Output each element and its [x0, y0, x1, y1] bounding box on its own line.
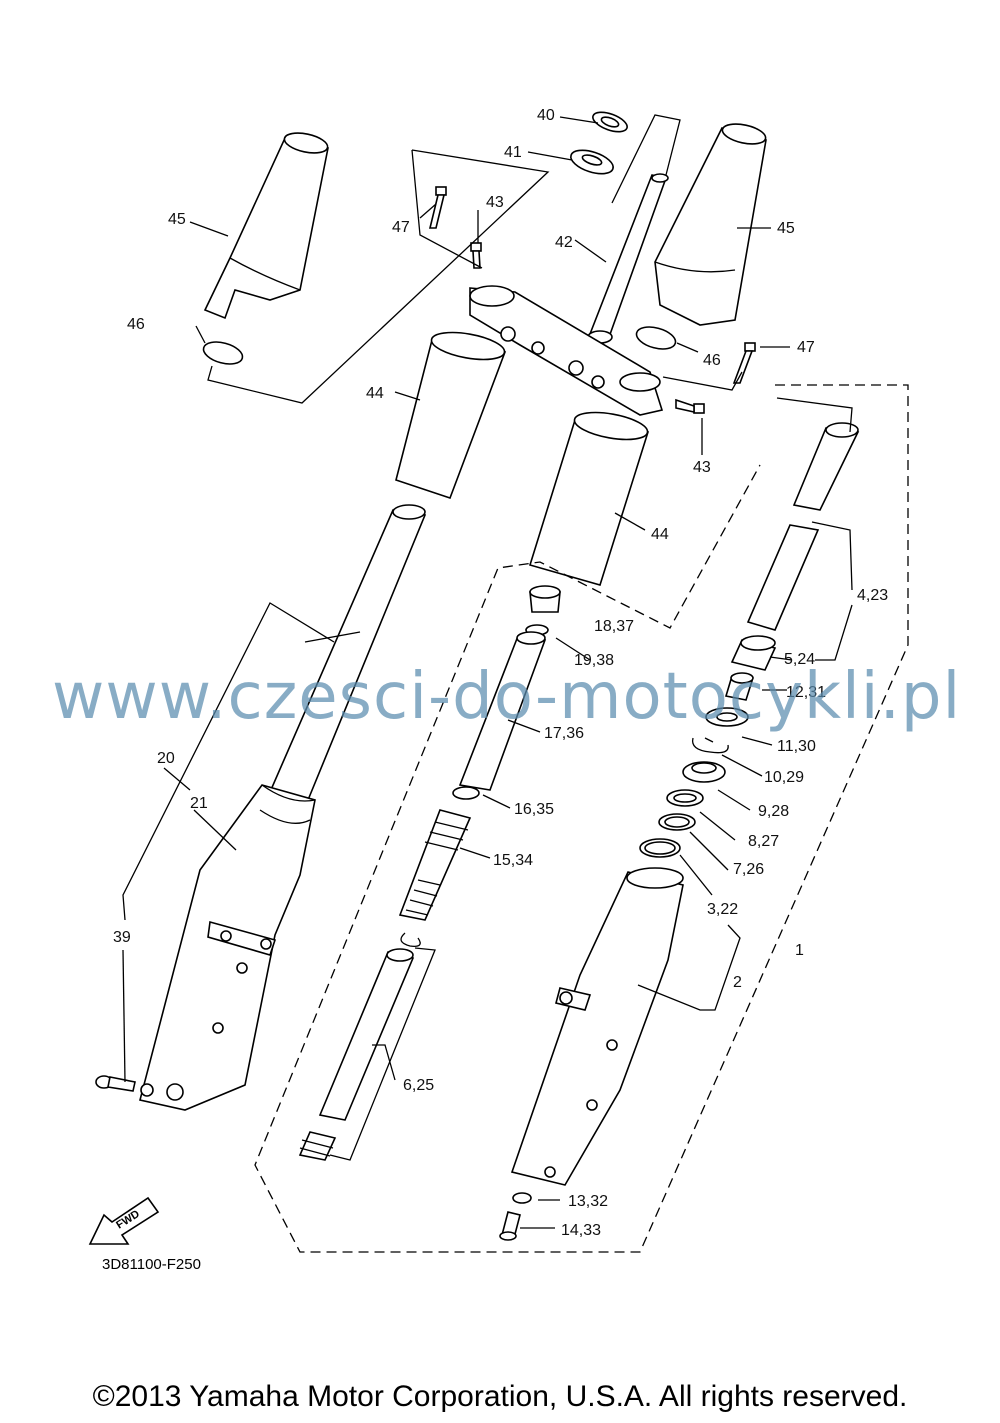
watermark-url: www.czesci-do-motocykli.pl [52, 660, 962, 734]
callouts: 40 41 43 47 42 45 45 46 46 47 44 43 44 4… [113, 107, 888, 1239]
callout-47-right: 47 [797, 339, 815, 356]
callout-17-36: 17,36 [544, 725, 584, 742]
seal-8 [666, 789, 704, 807]
callout-4-23: 4,23 [857, 587, 888, 604]
ring-7 [658, 813, 696, 831]
cover-tube-left [203, 132, 329, 320]
callout-44-upper: 44 [366, 385, 384, 402]
cover-tube-right [654, 123, 767, 326]
washer-13 [512, 1192, 532, 1204]
callout-45-left: 45 [168, 211, 186, 228]
seal-11 [705, 707, 749, 727]
copyright-notice: ©2013 Yamaha Motor Corporation, U.S.A. A… [92, 1380, 908, 1413]
callout-43-right: 43 [693, 459, 711, 476]
leader-lines [122, 114, 853, 1229]
bearing-40 [592, 111, 628, 133]
fork-leg-left [139, 504, 427, 1111]
damper-rod-6 [298, 948, 415, 1161]
callout-20: 20 [157, 750, 175, 767]
bushing-5 [730, 635, 777, 671]
callout-21: 21 [190, 795, 208, 812]
callout-46-right: 46 [703, 352, 721, 369]
spring-15 [398, 809, 472, 921]
cover-44-lower [528, 411, 650, 586]
callout-11-30: 11,30 [777, 738, 816, 755]
callout-1: 1 [795, 942, 804, 959]
callout-10-29: 10,29 [764, 769, 804, 786]
seal-46-left [202, 341, 244, 365]
fwd-arrow-icon: FWD [88, 1196, 160, 1245]
callout-7-26: 7,26 [733, 861, 764, 878]
bolt-47-right [732, 342, 756, 384]
callout-40: 40 [537, 107, 555, 124]
callout-19-38: 19,38 [574, 652, 614, 669]
ring-clip [400, 932, 421, 947]
callout-45-right: 45 [777, 220, 795, 237]
bolt-47-left [428, 186, 447, 229]
bolt-18 [529, 585, 561, 613]
inner-tube-4 [746, 422, 860, 631]
bolt-39 [95, 1075, 136, 1092]
bolt-14 [499, 1211, 521, 1241]
callout-46-left: 46 [127, 316, 145, 333]
callout-16-35: 16,35 [514, 801, 554, 818]
seal-41 [570, 149, 614, 175]
callout-8-27: 8,27 [748, 833, 779, 850]
diagram-id: 3D81100-F250 [102, 1256, 201, 1273]
callout-42: 42 [555, 234, 573, 251]
outer-tube-2 [510, 867, 684, 1186]
callout-18-37: 18,37 [594, 618, 634, 635]
callout-14-33: 14,33 [561, 1222, 601, 1239]
clip-10 [691, 737, 729, 754]
callout-41: 41 [504, 144, 522, 161]
callout-12-31: 12,31 [786, 684, 826, 701]
callout-5-24: 5,24 [784, 651, 815, 668]
callout-44-lower: 44 [651, 526, 669, 543]
callout-43-top: 43 [486, 194, 504, 211]
ring-3 [639, 838, 681, 858]
cover-44-upper [395, 331, 507, 500]
callout-13-32: 13,32 [568, 1193, 608, 1210]
callout-6-25: 6,25 [403, 1077, 434, 1094]
washer-9 [682, 761, 726, 783]
callout-2: 2 [733, 974, 742, 991]
callout-15-34: 15,34 [493, 852, 533, 869]
washer-16 [452, 786, 480, 800]
assembly-outline-right [254, 384, 909, 1253]
callout-3-22: 3,22 [707, 901, 738, 918]
spacer-17 [458, 631, 547, 791]
under-bracket [469, 285, 664, 416]
bushing-12 [724, 672, 754, 701]
seal-46-right [635, 326, 677, 350]
bolt-43-right [675, 398, 705, 414]
callout-9-28: 9,28 [758, 803, 789, 820]
callout-47-left: 47 [392, 219, 410, 236]
callout-39: 39 [113, 929, 131, 946]
